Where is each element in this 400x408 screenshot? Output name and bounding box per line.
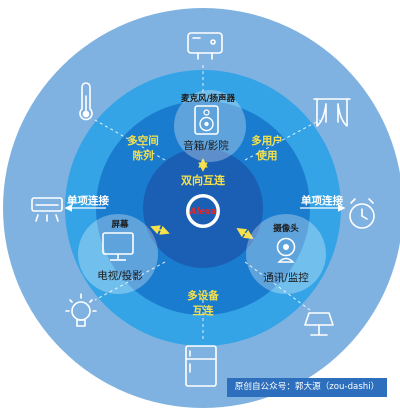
thermometer-icon [79, 82, 93, 121]
camera-node-bg [246, 214, 326, 294]
speaker-node-label: 音箱/影院 [183, 139, 229, 152]
multi-user-label-1: 多用户 [251, 134, 283, 147]
multi-space-label-1: 多空间 [127, 134, 159, 147]
source-credit: 原创自公众号：郭大源（zou-dashi） [227, 378, 387, 397]
screen-node-title: 屏幕 [110, 219, 129, 230]
multi-space-label-2: 陈列 [133, 149, 154, 162]
camera-node-label: 通讯/监控 [263, 271, 309, 284]
ring-labels: 多空间 陈列 多用户 使用 多设备 互连 [127, 134, 283, 317]
spoke-thermometer [94, 119, 166, 161]
multi-device-label-1: 多设备 [187, 289, 219, 302]
camera-node: 摄像头 通讯/监控 [246, 214, 326, 294]
curtain-icon [313, 98, 351, 127]
spoke-lightbulb [94, 261, 166, 301]
table-lamp-icon [304, 312, 334, 336]
air-conditioner-icon [31, 197, 63, 222]
arrow-screen [150, 225, 170, 235]
right-connection-label: 单项连接 [301, 194, 343, 207]
multi-user-label-2: 使用 [256, 149, 278, 162]
speaker-node-title: 麦克风/扬声器 [181, 93, 236, 104]
camera-node-title: 摄像头 [273, 223, 299, 234]
spoke-lamp [244, 261, 311, 311]
speaker-node-bg [174, 90, 246, 162]
screen-node: 屏幕 电视/投影 [78, 214, 158, 294]
screen-node-label: 电视/投影 [97, 269, 143, 282]
bidirectional-label: 双向互连 [181, 173, 226, 187]
webcam-icon [276, 237, 296, 263]
spoke-lines [94, 65, 321, 340]
alarm-clock-icon [349, 198, 375, 229]
monitor-icon [102, 232, 134, 261]
water-heater-icon [187, 32, 223, 60]
refrigerator-icon [185, 345, 217, 387]
hub-arrows [150, 158, 254, 240]
multi-device-label-2: 互连 [193, 304, 214, 317]
left-connection-label: 单项连接 [67, 194, 109, 207]
speaker-node: 麦克风/扬声器 音箱/影院 [174, 90, 246, 162]
alexa-logo-text: Alexa [189, 207, 217, 217]
lightbulb-icon [65, 293, 97, 327]
alexa-badge-inner [189, 197, 217, 225]
spoke-curtain [244, 119, 321, 161]
alexa-badge: Alexa [186, 194, 220, 228]
arrow-camera [236, 227, 254, 240]
speaker-icon [194, 105, 219, 135]
